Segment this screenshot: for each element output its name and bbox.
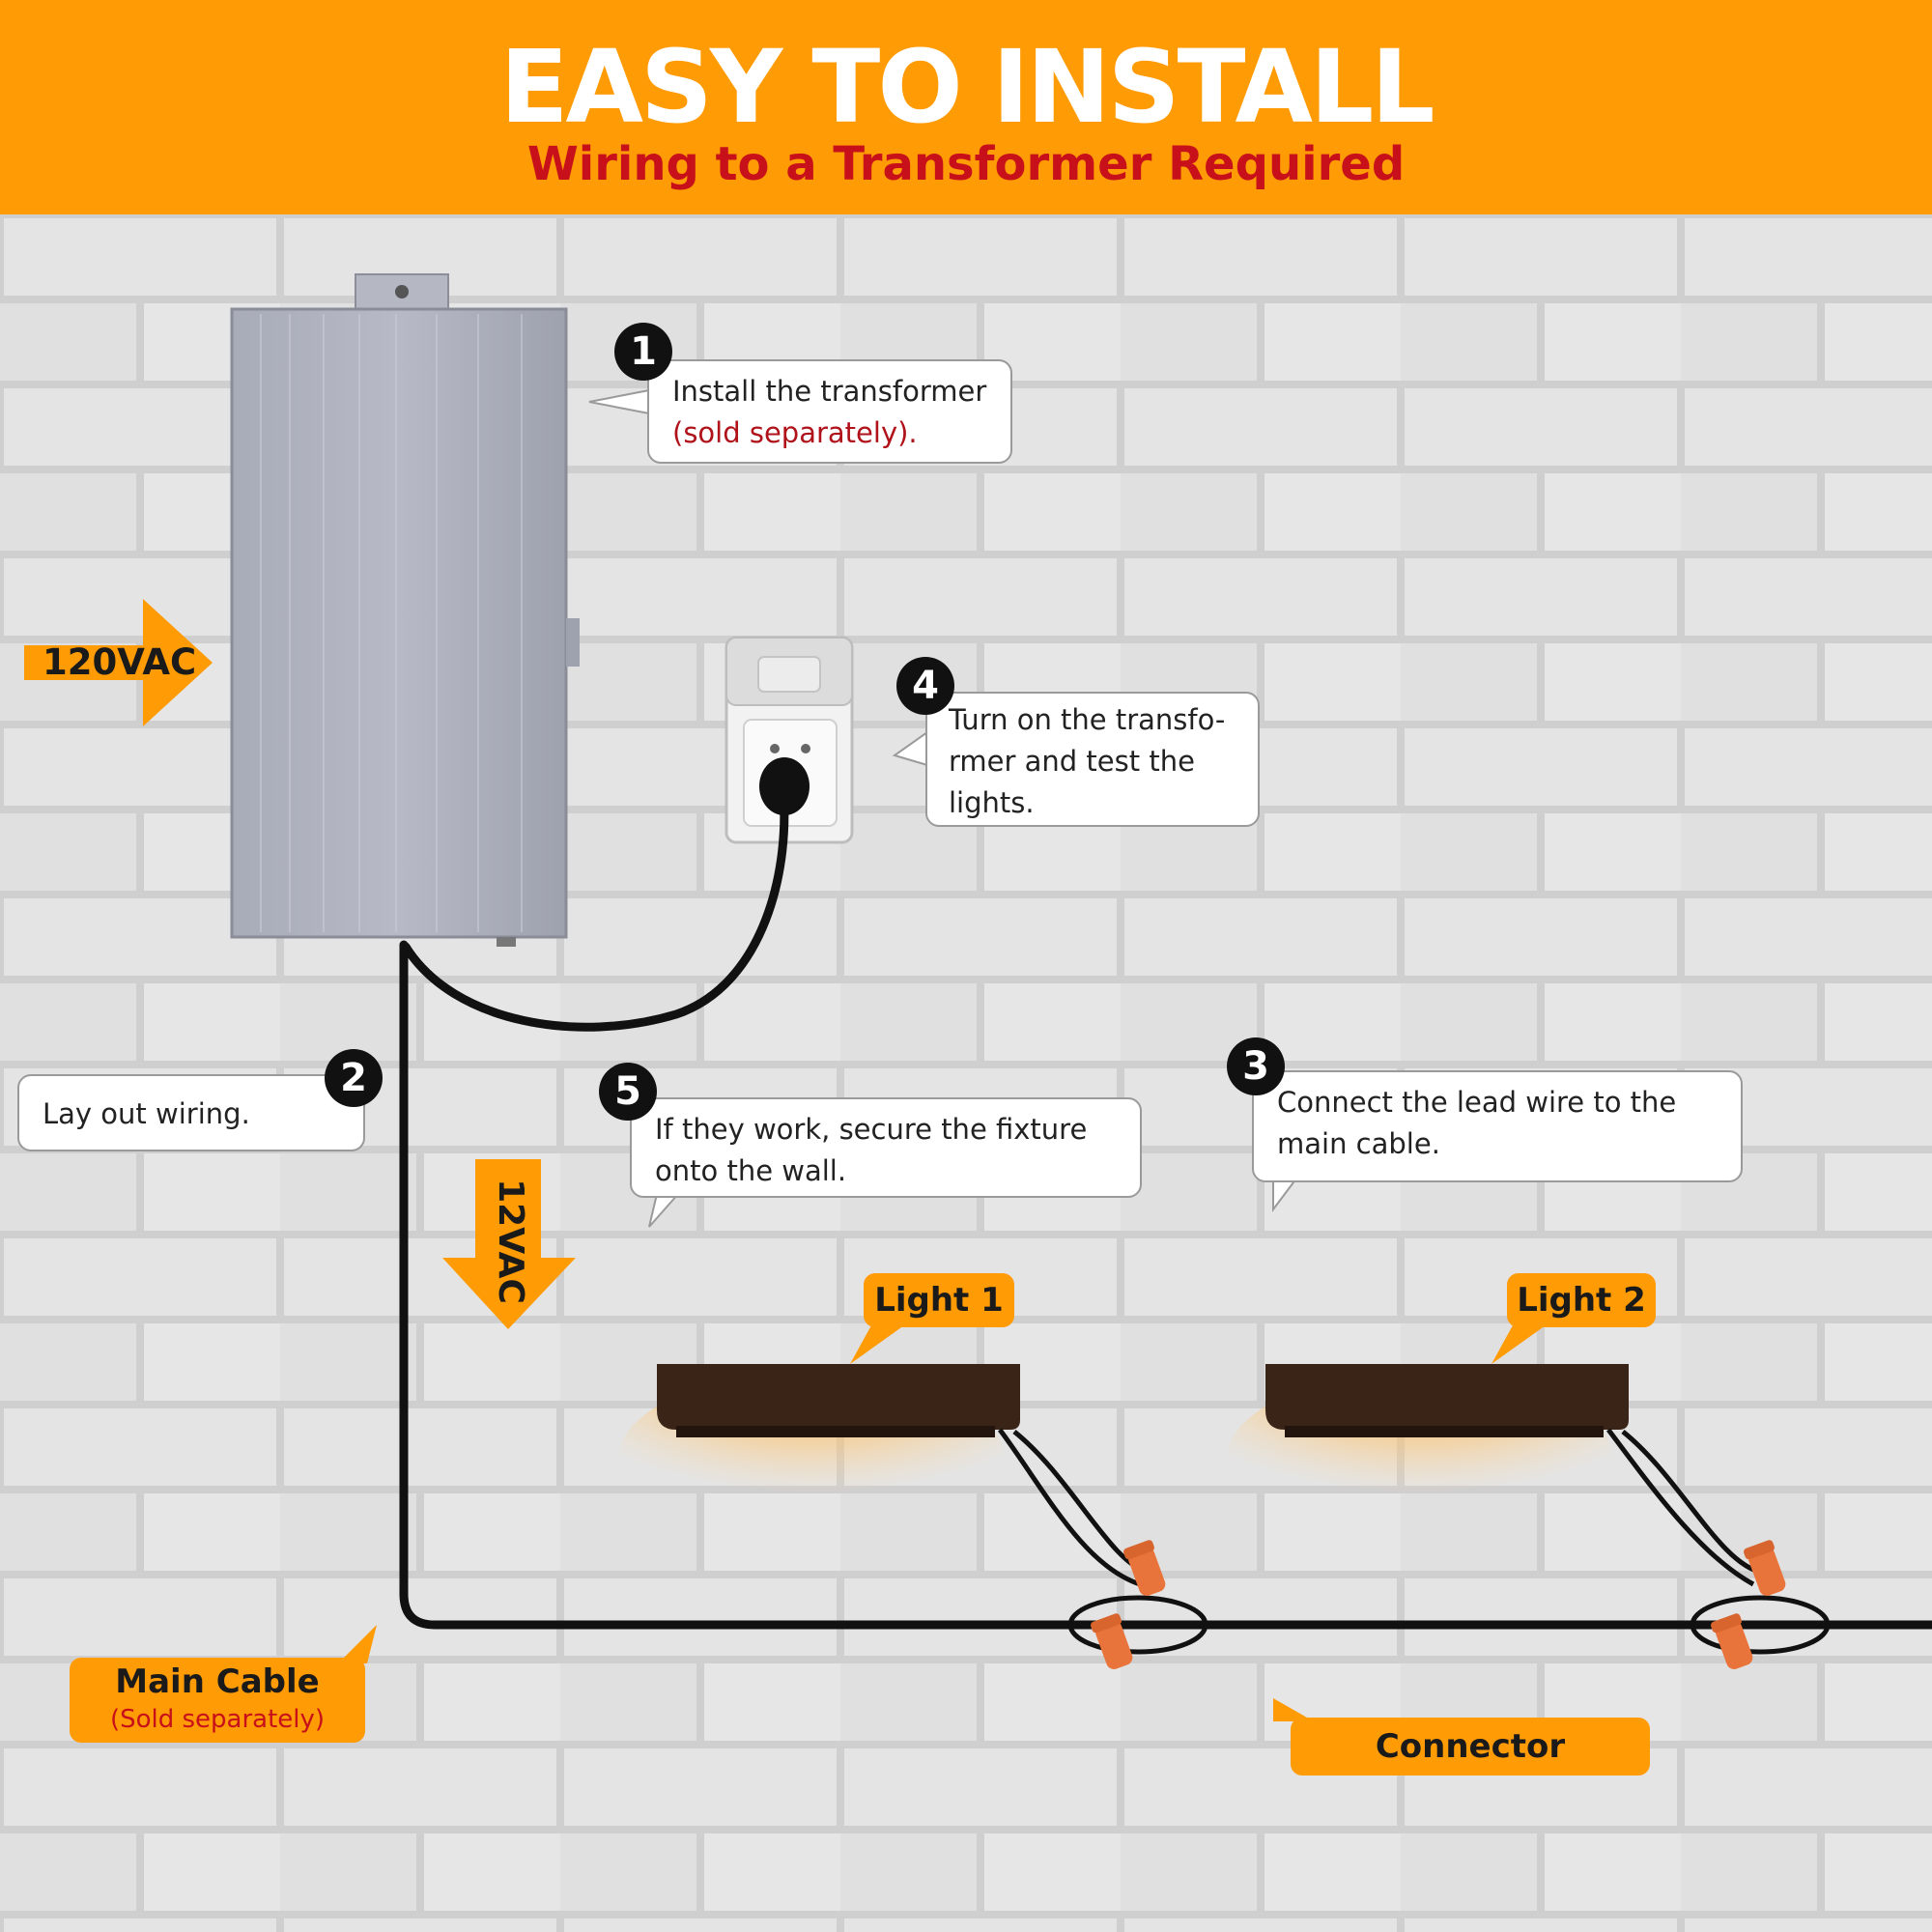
label-tails bbox=[338, 1325, 1546, 1721]
transformer-box-icon bbox=[230, 273, 580, 947]
plug-icon bbox=[759, 757, 810, 815]
light-1-label: Light 1 bbox=[864, 1273, 1014, 1327]
step-1-line1: Install the transformer bbox=[672, 375, 987, 408]
step-4-line1: Turn on the transfo- bbox=[949, 703, 1226, 736]
step-5-line1: If they work, secure the fixture bbox=[655, 1113, 1088, 1146]
step-2-text: Lay out wiring. bbox=[43, 1097, 250, 1130]
input-voltage-arrow bbox=[24, 599, 213, 726]
step-3-line2: main cable. bbox=[1277, 1127, 1440, 1160]
step-2-badge: 2 bbox=[325, 1049, 383, 1107]
step-4-bubble: Turn on the transfo- rmer and test the l… bbox=[925, 692, 1260, 827]
main-cable-line bbox=[399, 940, 1932, 1630]
main-cable-note: (Sold separately) bbox=[109, 1705, 326, 1734]
page-title: EASY TO INSTALL bbox=[499, 28, 1435, 146]
step-3-bubble: Connect the lead wire to the main cable. bbox=[1252, 1070, 1743, 1182]
step-3-line1: Connect the lead wire to the bbox=[1277, 1086, 1677, 1119]
step-4-badge: 4 bbox=[896, 657, 954, 715]
step-5-bubble: If they work, secure the fixture onto th… bbox=[630, 1097, 1142, 1198]
step-1-bubble: Install the transformer (sold separately… bbox=[647, 359, 1012, 464]
power-cord bbox=[401, 778, 789, 1032]
step-5-line2: onto the wall. bbox=[655, 1154, 847, 1187]
connector-label: Connector bbox=[1291, 1718, 1650, 1776]
wire-nut-icon bbox=[1091, 1540, 1786, 1669]
output-voltage-arrow bbox=[442, 1159, 576, 1329]
step-4-line3: lights. bbox=[949, 786, 1035, 819]
light-fixture-2 bbox=[1227, 1364, 1764, 1587]
cables bbox=[399, 778, 1932, 1630]
main-cable-title: Main Cable bbox=[115, 1662, 320, 1701]
step-5-badge: 5 bbox=[599, 1063, 657, 1121]
input-voltage-label: 120VAC bbox=[43, 641, 197, 683]
main-cable-label: Main Cable (Sold separately) bbox=[70, 1658, 365, 1743]
page-subtitle: Wiring to a Transformer Required bbox=[526, 137, 1406, 191]
step-1-line2: (sold separately). bbox=[672, 416, 918, 449]
header-banner: EASY TO INSTALL Wiring to a Transformer … bbox=[0, 0, 1932, 214]
step-1-badge: 1 bbox=[614, 323, 672, 381]
connector-loops bbox=[1067, 1595, 1831, 1655]
output-voltage-label: 12VAC bbox=[491, 1179, 530, 1304]
step-3-badge: 3 bbox=[1227, 1037, 1285, 1095]
light-2-label: Light 2 bbox=[1507, 1273, 1656, 1327]
light-fixture-1 bbox=[618, 1364, 1151, 1587]
step-2-bubble: Lay out wiring. bbox=[17, 1074, 365, 1151]
step-4-line2: rmer and test the bbox=[949, 745, 1195, 778]
